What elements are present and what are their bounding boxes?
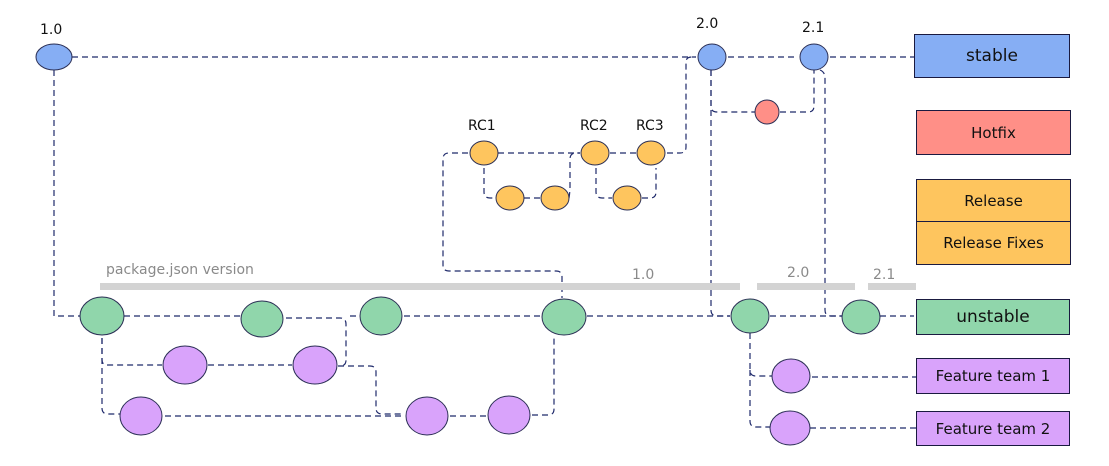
unstable-nodes <box>79 296 881 338</box>
node-stable-1.0[interactable] <box>35 43 73 71</box>
edge-feature1-2-out <box>810 376 916 429</box>
rc2-label: RC2 <box>580 118 608 134</box>
legend-unstable-label: unstable <box>956 307 1030 327</box>
package-version-2.1: 2.1 <box>873 267 895 283</box>
edge-2.0-to-unstable <box>710 70 730 317</box>
edge-unstable-to-feature2 <box>101 338 488 417</box>
legend-hotfix-label: Hotfix <box>971 123 1016 142</box>
node-feature1-1[interactable] <box>162 345 208 385</box>
edge-release-from-unstable <box>442 152 563 298</box>
legend-feature2: Feature team 2 <box>916 411 1070 446</box>
edge-unstable-main <box>124 315 914 367</box>
edge-unstable-to-feature-teams-2 <box>749 333 772 428</box>
version-bar-1.0 <box>100 283 740 290</box>
legend-feature1-label: Feature team 1 <box>935 367 1051 385</box>
legend-unstable: unstable <box>916 299 1070 335</box>
node-release-fix-3[interactable] <box>612 185 642 211</box>
node-unstable-2[interactable] <box>240 300 284 338</box>
node-rc1[interactable] <box>469 140 499 166</box>
node-release-fix-1[interactable] <box>495 185 525 211</box>
legend-release-fixes-label: Release Fixes <box>943 233 1044 252</box>
package-json-version-bar: package.json version 1.0 2.0 2.1 <box>100 262 916 290</box>
stable-nodes: 1.0 2.0 2.1 <box>35 16 829 71</box>
node-hotfix[interactable] <box>754 99 780 125</box>
legend-stable: stable <box>914 34 1070 78</box>
package-version-1.0: 1.0 <box>632 267 654 283</box>
package-version-2.0: 2.0 <box>787 265 809 281</box>
edge-2.0-to-hotfix <box>710 70 755 113</box>
version-label-1.0: 1.0 <box>40 22 62 38</box>
node-unstable-5[interactable] <box>730 298 770 334</box>
node-feature2-3[interactable] <box>487 395 531 435</box>
node-unstable-6[interactable] <box>841 299 881 335</box>
legend-hotfix: Hotfix <box>916 110 1071 155</box>
node-stable-2.0[interactable] <box>697 43 727 71</box>
edge-feature2-to-unstable <box>532 338 555 416</box>
node-feature1-2[interactable] <box>292 345 338 385</box>
rc1-label: RC1 <box>468 118 496 134</box>
edges <box>53 56 916 429</box>
package-json-title: package.json version <box>106 262 254 278</box>
rc3-label: RC3 <box>636 118 664 134</box>
edge-hotfix-to-2.1 <box>780 70 815 113</box>
edge-2.1-to-unstable <box>819 69 842 317</box>
edge-stable-to-unstable <box>53 70 80 317</box>
node-feature2-2[interactable] <box>405 396 449 436</box>
legend-feature2-label: Feature team 2 <box>935 419 1051 438</box>
node-unstable-3[interactable] <box>359 296 403 336</box>
node-feature1-3[interactable] <box>771 358 811 394</box>
version-bar-2.1 <box>868 283 916 290</box>
node-feature2-1[interactable] <box>119 396 163 436</box>
node-stable-2.1[interactable] <box>799 43 829 71</box>
version-bar-2.0 <box>757 283 855 290</box>
legend-release-group: Release Release Fixes <box>916 179 1071 265</box>
edge-rc3-to-2.0 <box>667 56 696 154</box>
node-rc3[interactable] <box>636 140 666 166</box>
edge-feature1-to-feature2 <box>338 365 404 415</box>
legend-feature1: Feature team 1 <box>916 358 1070 394</box>
node-rc2[interactable] <box>580 140 610 166</box>
legend-release: Release <box>917 180 1070 222</box>
legend-stable-label: stable <box>966 46 1018 66</box>
legend-release-label: Release <box>964 191 1023 210</box>
version-label-2.1: 2.1 <box>802 20 824 36</box>
release-nodes: RC1 RC2 RC3 <box>468 118 666 211</box>
node-unstable-1[interactable] <box>79 296 125 336</box>
legend-release-fixes: Release Fixes <box>917 222 1070 263</box>
feature-nodes <box>119 345 811 446</box>
edge-rc1-fixes <box>483 152 580 199</box>
edge-rc2-fixes <box>595 168 657 199</box>
node-feature2-4[interactable] <box>769 410 811 446</box>
version-label-2.0: 2.0 <box>696 16 718 32</box>
node-release-fix-2[interactable] <box>540 185 570 211</box>
node-unstable-4[interactable] <box>541 298 587 336</box>
